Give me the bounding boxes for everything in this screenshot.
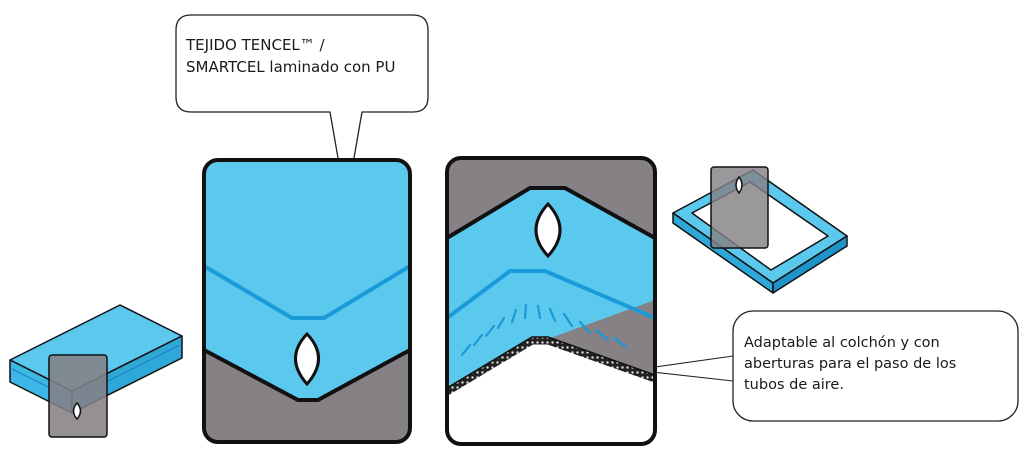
callout-fit-text: Adaptable al colchón y con aberturas par… xyxy=(744,333,1004,396)
callout-fit-line-3: tubos de aire. xyxy=(744,377,844,393)
panel-underside-view xyxy=(445,156,657,446)
mattress-cover-icon xyxy=(9,304,183,438)
callout-fabric-line-1: TEJIDO TENCEL™ / xyxy=(186,36,325,54)
air-tube-opening-icon xyxy=(534,201,562,259)
bed-frame-icon xyxy=(672,166,848,294)
panel-top-view xyxy=(202,158,412,444)
callout-fabric-text: TEJIDO TENCEL™ / SMARTCEL laminado con P… xyxy=(186,34,426,78)
callout-fabric-line-2: SMARTCEL laminado con PU xyxy=(186,58,396,76)
air-tube-opening-icon xyxy=(294,331,320,387)
callout-fit-line-2: aberturas para el paso de los xyxy=(744,356,957,372)
callout-fit-bubble xyxy=(633,310,1019,422)
callout-fit-line-1: Adaptable al colchón y con xyxy=(744,335,940,351)
